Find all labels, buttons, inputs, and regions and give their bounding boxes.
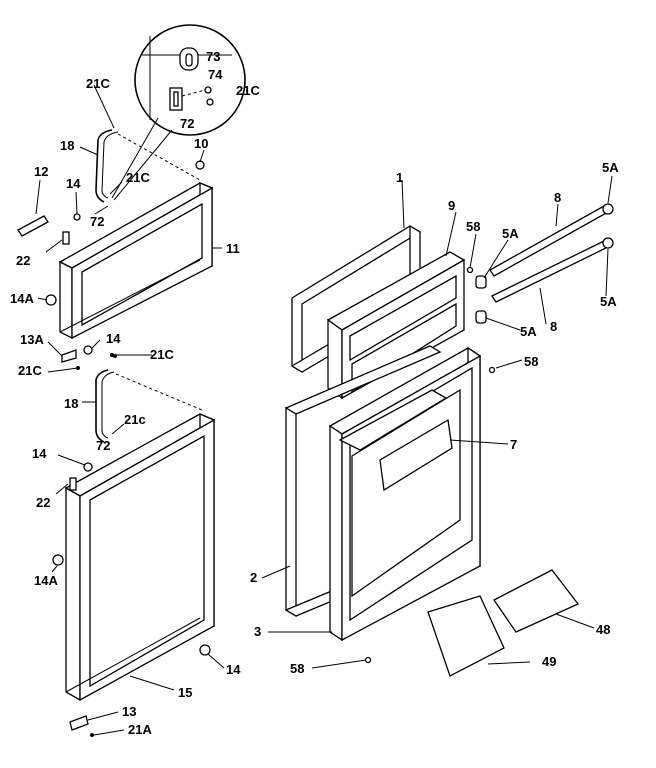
bin-48 (493, 569, 580, 633)
callout-14a-bot: 14A (34, 573, 58, 588)
callout-9: 9 (448, 198, 455, 213)
callout-8-a: 8 (554, 190, 561, 205)
handle-top (95, 129, 113, 203)
callout-72-zoom: 72 (180, 116, 194, 131)
bin-49 (427, 595, 505, 677)
callout-10: 10 (194, 136, 208, 151)
detail-zoom-circle (111, 24, 246, 201)
callout-21c-a: 21C (18, 363, 42, 378)
callout-74: 74 (208, 67, 223, 82)
fresh-food-door-liner (328, 346, 482, 642)
callout-58-a: 58 (466, 219, 480, 234)
callout-13: 13 (122, 704, 136, 719)
callout-8-b: 8 (550, 319, 557, 334)
callout-5a-a: 5A (502, 226, 519, 241)
callout-5a-c: 5A (520, 324, 537, 339)
callout-49: 49 (542, 654, 556, 669)
callout-5a-top: 5A (602, 160, 619, 175)
callout-21c-b: 21C (150, 347, 174, 362)
callout-58-b: 58 (524, 354, 538, 369)
leader-lines (35, 84, 613, 736)
callout-73: 73 (206, 49, 220, 64)
callout-58-c: 58 (290, 661, 304, 676)
callout-72-top: 72 (90, 214, 104, 229)
callout-2: 2 (250, 570, 257, 585)
shelf-rods (475, 203, 614, 324)
callout-5a-b: 5A (600, 294, 617, 309)
callout-21c-top: 21C (86, 76, 110, 91)
callout-14-top: 14 (66, 176, 81, 191)
callout-21c-mid: 21C (126, 170, 150, 185)
fresh-food-door-panel (64, 413, 216, 702)
callout-14a-top: 14A (10, 291, 34, 306)
callout-21c-zoom: 21C (236, 83, 260, 98)
callout-7: 7 (510, 437, 517, 452)
callout-22-bot: 22 (36, 495, 50, 510)
callout-12: 12 (34, 164, 48, 179)
callout-22-top: 22 (16, 253, 30, 268)
handle-bottom (95, 369, 109, 443)
callout-14-d: 14 (226, 662, 241, 677)
callout-14-b: 14 (106, 331, 121, 346)
callout-15: 15 (178, 685, 192, 700)
callout-11: 11 (226, 241, 240, 256)
callout-18-top: 18 (60, 138, 74, 153)
callout-1: 1 (396, 170, 403, 185)
callout-21c-lower: 21c (124, 412, 146, 427)
part-12-strip (17, 215, 49, 237)
callout-48: 48 (596, 622, 610, 637)
callout-14-c: 14 (32, 446, 47, 461)
callout-21a: 21A (128, 722, 152, 737)
callout-72-bot: 72 (96, 438, 110, 453)
freezer-door-panel (58, 182, 214, 340)
callout-3: 3 (254, 624, 261, 639)
callout-13a: 13A (20, 332, 44, 347)
callout-18-bot: 18 (64, 396, 78, 411)
